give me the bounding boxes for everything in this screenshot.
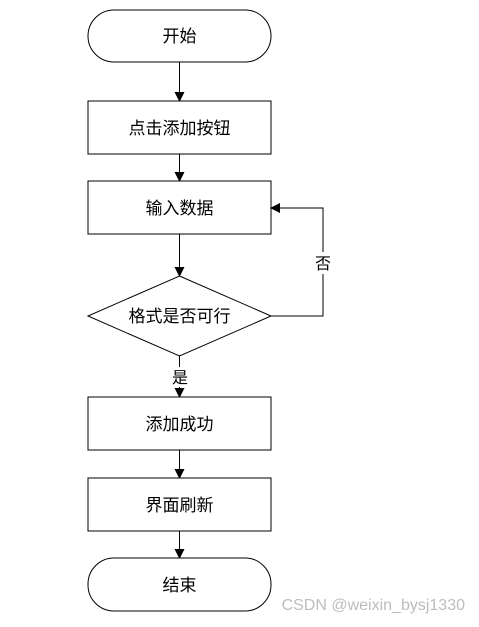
click-add-label: 点击添加按钮 <box>129 119 231 139</box>
watermark: CSDN @weixin_bysj1330 <box>281 597 465 614</box>
click-add-node: 点击添加按钮 <box>87 100 272 155</box>
yes-edge-label: 是 <box>172 368 188 387</box>
add-success-node: 添加成功 <box>87 396 272 451</box>
start-label: 开始 <box>163 27 197 47</box>
no-edge-label: 否 <box>315 254 331 273</box>
yes-label-bg <box>171 367 189 387</box>
start-node: 开始 <box>87 9 272 63</box>
end-node: 结束 <box>87 557 272 612</box>
input-data-node: 输入数据 <box>87 180 272 235</box>
format-check-node: 格式是否可行 <box>86 275 273 357</box>
refresh-node: 界面刷新 <box>87 477 272 532</box>
format-check-label: 格式是否可行 <box>129 307 231 327</box>
input-data-label: 输入数据 <box>146 199 214 219</box>
add-success-label: 添加成功 <box>146 415 214 435</box>
no-label-bg <box>314 252 332 274</box>
refresh-label: 界面刷新 <box>146 496 214 516</box>
end-label: 结束 <box>163 576 197 596</box>
